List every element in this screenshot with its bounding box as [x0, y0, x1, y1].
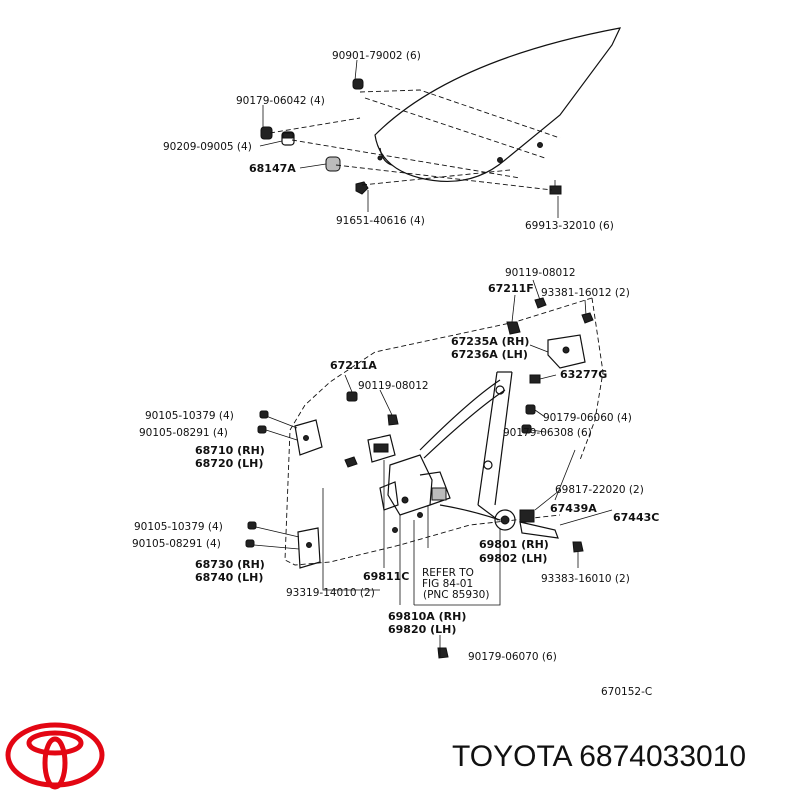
regulator-motor [379, 454, 501, 521]
glass-guide-lines [269, 89, 561, 191]
label-69913-32010: 69913-32010 (6) [525, 220, 614, 232]
label-90179-06060: 90179-06060 (4) [543, 412, 632, 424]
label-67235a-rh: 67235A (RH) [451, 335, 529, 348]
label-90179-06070: 90179-06070 (6) [468, 651, 557, 663]
label-69817-22020: 69817-22020 (2) [555, 484, 644, 496]
label-91651-40616: 91651-40616 (4) [336, 215, 425, 227]
glass-stop-bumper [352, 78, 364, 90]
label-69820-lh: 69820 (LH) [388, 623, 456, 636]
glass-channel-bushings [260, 126, 295, 146]
door-outline [284, 297, 604, 566]
label-93381-16012: 93381-16012 (2) [541, 287, 630, 299]
label-67236a-lh: 67236A (LH) [451, 348, 528, 361]
label-68710-rh: 68710 (RH) [195, 444, 265, 457]
label-68740-lh: 68740 (LH) [195, 571, 263, 584]
part-labels: 90901-79002 (6) 90179-06042 (4) 90209-09… [132, 50, 659, 698]
label-90209-09005: 90209-09005 (4) [163, 141, 252, 153]
door-glass [374, 27, 622, 183]
label-69811c: 69811C [363, 570, 409, 583]
label-refer-to: REFER TO [422, 567, 474, 579]
label-90119-08012-b: 90119-08012 [358, 380, 429, 392]
label-90179-06042: 90179-06042 (4) [236, 95, 325, 107]
toyota-logo [5, 722, 105, 790]
leader-lines-mid [322, 279, 613, 657]
window-regulator-rails [419, 371, 513, 521]
label-69801-rh: 69801 (RH) [479, 538, 549, 551]
regulator-connector-69811c [367, 434, 396, 463]
label-93383-16010: 93383-16010 (2) [541, 573, 630, 585]
label-pnc-85930: (PNC 85930) [423, 589, 489, 601]
label-diagram-code: 670152-C [601, 686, 652, 698]
glass-channel-68147a [325, 156, 341, 172]
label-68730-rh: 68730 (RH) [195, 558, 265, 571]
label-67443c: 67443C [613, 511, 659, 524]
label-67439a: 67439A [550, 502, 597, 515]
label-68720-lh: 68720 (LH) [195, 457, 263, 470]
label-90105-10379-a: 90105-10379 (4) [145, 410, 234, 422]
brand-caption: TOYOTA 6874033010 [452, 740, 747, 773]
label-68147a: 68147A [249, 162, 296, 175]
label-69810a-rh: 69810A (RH) [388, 610, 466, 623]
label-90105-08291-b: 90105-08291 (4) [132, 538, 221, 550]
label-67211f: 67211F [488, 282, 534, 295]
label-90119-08012-a: 90119-08012 [505, 267, 576, 279]
lower-hinge-68730 [245, 521, 321, 569]
label-90179-06308: 90179-06308 (6) [503, 427, 592, 439]
regulator-roller-69801 [494, 509, 559, 539]
label-90105-10379-b: 90105-10379 (4) [134, 521, 223, 533]
label-90105-08291-a: 90105-08291 (4) [139, 427, 228, 439]
label-67211a: 67211A [330, 359, 377, 372]
label-63277g: 63277G [560, 368, 607, 381]
outside-handle-bracket-67235a [529, 334, 586, 384]
small-fasteners-mid [344, 297, 594, 659]
label-69802-lh: 69802 (LH) [479, 552, 547, 565]
label-93319-14010: 93319-14010 (2) [286, 587, 375, 599]
label-90901-79002: 90901-79002 (6) [332, 50, 421, 62]
upper-hinge-68710 [257, 410, 323, 456]
leader-lines-top [259, 59, 559, 218]
label-fig-84-01: FIG 84-01 [422, 578, 473, 590]
